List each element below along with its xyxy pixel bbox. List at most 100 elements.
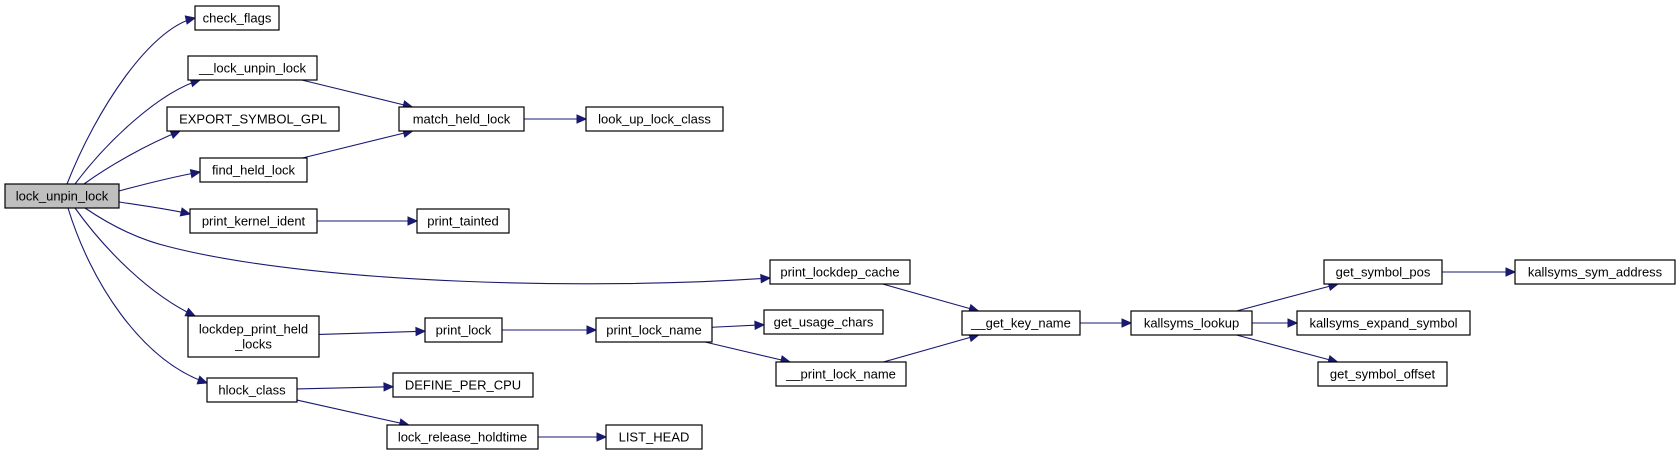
edge-lock-unpin-lock-to-print-kernel-ident xyxy=(118,201,192,217)
node-label: LIST_HEAD xyxy=(619,430,690,445)
edge-match-held-lock-to-look-up-lock-class-arrowhead xyxy=(576,114,588,124)
node-match-held-lock[interactable]: match_held_lock xyxy=(398,106,525,132)
node-EXPORT-SYMBOL-GPL[interactable]: EXPORT_SYMBOL_GPL xyxy=(166,106,340,132)
node-box xyxy=(392,372,534,398)
node-box xyxy=(189,208,318,234)
edge-lock-unpin-lock-to-find-held-lock xyxy=(118,168,202,192)
edge-kallsyms-lookup-to-get-symbol-offset-line xyxy=(1236,334,1338,363)
edge-lock-unpin-lock-to-check-flags-arrowhead xyxy=(184,15,197,25)
edge---get-key-name-to-kallsyms-lookup-arrowhead xyxy=(1121,318,1133,328)
edge---lock-unpin-lock-to-match-held-lock xyxy=(301,79,414,110)
node-hlock-class[interactable]: hlock_class xyxy=(206,377,298,403)
edge-lock-unpin-lock-to-print-kernel-ident-arrowhead xyxy=(179,207,192,217)
edge-print-lock-name-to---print-lock-name xyxy=(704,341,792,365)
node-box xyxy=(775,361,907,387)
node-box xyxy=(605,424,703,450)
node-box xyxy=(166,106,340,132)
node-box xyxy=(585,106,724,132)
node-get-usage-chars[interactable]: get_usage_chars xyxy=(763,309,884,335)
node-box xyxy=(1130,310,1253,336)
node-box xyxy=(386,424,539,450)
edge-kallsyms-lookup-to-get-symbol-pos xyxy=(1236,281,1340,312)
edge-print-lock-to-print-lock-name-arrowhead xyxy=(586,325,598,335)
node-get-symbol-offset[interactable]: get_symbol_offset xyxy=(1317,361,1448,387)
edge-lock-unpin-lock-to-print-lockdep-cache-arrowhead xyxy=(760,273,772,284)
edge-lock-unpin-lock-to-print-lockdep-cache xyxy=(84,207,772,285)
edge-find-held-lock-to-match-held-lock-line xyxy=(302,130,413,159)
edge-lock-unpin-lock-to-lockdep-print-held-locks xyxy=(74,207,197,317)
node-label: EXPORT_SYMBOL_GPL xyxy=(179,112,327,127)
edge-hlock-class-to-DEFINE-PER-CPU-line xyxy=(296,386,394,390)
edge-lock-unpin-lock-to-find-held-lock-arrowhead xyxy=(189,168,202,179)
edge-hlock-class-to-lock-release-holdtime xyxy=(296,399,410,428)
nodes-layer: lock_unpin_lock check_flags __lock_unpin_l… xyxy=(4,5,1676,450)
edge-lock-unpin-lock-to-check-flags xyxy=(66,15,197,185)
node-check-flags[interactable]: check_flags xyxy=(194,5,280,31)
node-label: match_held_lock xyxy=(413,112,511,127)
node-print-lock[interactable]: print_lock xyxy=(424,317,503,343)
edge-lock-unpin-lock-to-check-flags-line xyxy=(66,17,196,185)
node-label: print_kernel_ident xyxy=(202,214,306,229)
node-label: print_tainted xyxy=(427,214,499,229)
node-label: lock_release_holdtime xyxy=(398,430,527,445)
node-box xyxy=(199,157,308,183)
node-label: kallsyms_expand_symbol xyxy=(1309,316,1457,331)
edge-kallsyms-lookup-to-get-symbol-offset xyxy=(1236,334,1339,365)
node-look-up-lock-class[interactable]: look_up_lock_class xyxy=(585,106,724,132)
node-box xyxy=(194,5,280,31)
edge-lock-unpin-lock-to-hlock-class-line xyxy=(67,207,208,384)
node-label: find_held_lock xyxy=(212,163,296,178)
node-print-lock-name[interactable]: __print_lock_name xyxy=(775,361,907,387)
node-lock-release-holdtime[interactable]: lock_release_holdtime xyxy=(386,424,539,450)
node-box xyxy=(187,55,318,81)
edge-kallsyms-lookup-to-get-symbol-pos-line xyxy=(1236,283,1339,312)
node-label: print_lockdep_cache xyxy=(780,265,899,280)
edge-lockdep-print-held-locks-to-print-lock-line xyxy=(318,330,426,336)
edge-lock-release-holdtime-to-LIST-HEAD-arrowhead xyxy=(596,432,608,442)
node-lock-unpin-lock[interactable]: lock_unpin_lock xyxy=(4,183,120,209)
node-label: lock_unpin_lock xyxy=(16,189,109,204)
edge-print-lock-name-to---print-lock-name-line xyxy=(704,341,791,363)
node-label: _locks xyxy=(234,337,272,352)
edge---lock-unpin-lock-to-match-held-lock-line xyxy=(301,79,413,108)
edge-kallsyms-lookup-to-kallsyms-expand-symbol xyxy=(1252,318,1299,328)
node-LIST-HEAD[interactable]: LIST_HEAD xyxy=(605,424,703,450)
node-box xyxy=(769,259,911,285)
node-print-lock-name[interactable]: print_lock_name xyxy=(595,317,713,343)
node-label: kallsyms_sym_address xyxy=(1528,265,1663,280)
node-find-held-lock[interactable]: find_held_lock xyxy=(199,157,308,183)
edge-lock-unpin-lock-to-hlock-class xyxy=(67,207,209,385)
edge-kallsyms-lookup-to-kallsyms-expand-symbol-arrowhead xyxy=(1287,318,1299,328)
edges-layer xyxy=(66,15,1517,442)
node-lock-unpin-lock[interactable]: __lock_unpin_lock xyxy=(187,55,318,81)
node-lockdep-print-held-locks[interactable]: lockdep_print_held_locks xyxy=(187,315,320,358)
edge-lockdep-print-held-locks-to-print-lock xyxy=(318,326,427,337)
node-print-lockdep-cache[interactable]: print_lockdep_cache xyxy=(769,259,911,285)
node-print-tainted[interactable]: print_tainted xyxy=(416,208,510,234)
node-kallsyms-lookup[interactable]: kallsyms_lookup xyxy=(1130,310,1253,336)
node-box xyxy=(398,106,525,132)
node-print-kernel-ident[interactable]: print_kernel_ident xyxy=(189,208,318,234)
node-box xyxy=(595,317,713,343)
edge-print-lock-name-to-get-usage-chars xyxy=(711,320,766,331)
node-get-symbol-pos[interactable]: get_symbol_pos xyxy=(1323,259,1443,285)
node-label: __get_key_name xyxy=(970,316,1071,331)
edge-lock-unpin-lock-to-EXPORT-SYMBOL-GPL-arrowhead xyxy=(169,130,182,139)
node-get-key-name[interactable]: __get_key_name xyxy=(961,310,1081,336)
node-box xyxy=(1514,259,1676,285)
edge-get-symbol-pos-to-kallsyms-sym-address xyxy=(1442,267,1517,277)
node-label: kallsyms_lookup xyxy=(1144,316,1239,331)
node-DEFINE-PER-CPU[interactable]: DEFINE_PER_CPU xyxy=(392,372,534,398)
edge---print-lock-name-to---get-key-name xyxy=(883,333,980,363)
edge-lock-unpin-lock-to---lock-unpin-lock-line xyxy=(74,79,201,185)
node-kallsyms-expand-symbol[interactable]: kallsyms_expand_symbol xyxy=(1296,310,1471,336)
node-box xyxy=(206,377,298,403)
edge-print-lock-name-to-get-usage-chars-arrowhead xyxy=(754,320,766,331)
node-label: get_symbol_pos xyxy=(1336,265,1431,280)
node-box xyxy=(961,310,1081,336)
node-label: check_flags xyxy=(203,11,272,26)
node-kallsyms-sym-address[interactable]: kallsyms_sym_address xyxy=(1514,259,1676,285)
node-label: lockdep_print_held xyxy=(199,322,308,337)
node-label: look_up_lock_class xyxy=(598,112,711,127)
node-label: get_symbol_offset xyxy=(1330,367,1436,382)
